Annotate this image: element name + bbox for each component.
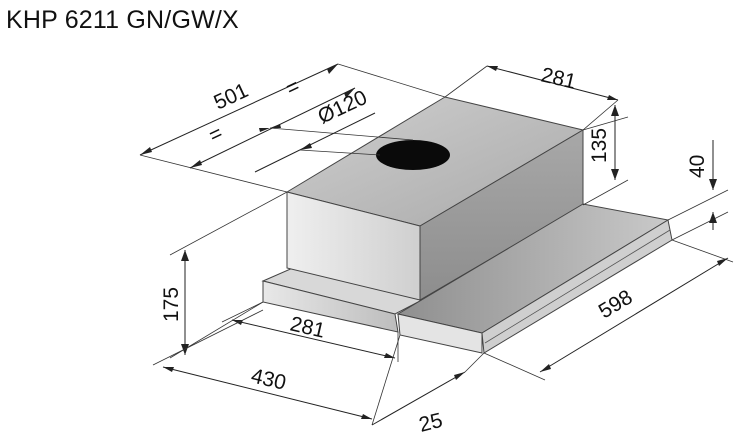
dim-body-height: 175: [160, 287, 183, 322]
visor-front-strip: [397, 313, 483, 354]
dim-chimney-height: 135: [588, 128, 611, 163]
dim-chimney-width: 281: [539, 63, 578, 93]
dim-base-width: 281: [288, 312, 327, 342]
dim-outlet-diameter: Ø120: [314, 86, 370, 129]
dim-visor-offset: 25: [417, 409, 445, 437]
hood-body: [261, 96, 673, 354]
dim-hood-depth-total: 501: [210, 79, 251, 115]
dim-equal-right: =: [282, 75, 303, 101]
air-outlet-hole: [376, 140, 450, 170]
product-title: KHP 6211 GN/GW/X: [6, 6, 239, 34]
dim-visor-height: 40: [686, 155, 709, 178]
dimension-lines: [139, 63, 734, 426]
dim-equal-left: =: [205, 122, 226, 148]
